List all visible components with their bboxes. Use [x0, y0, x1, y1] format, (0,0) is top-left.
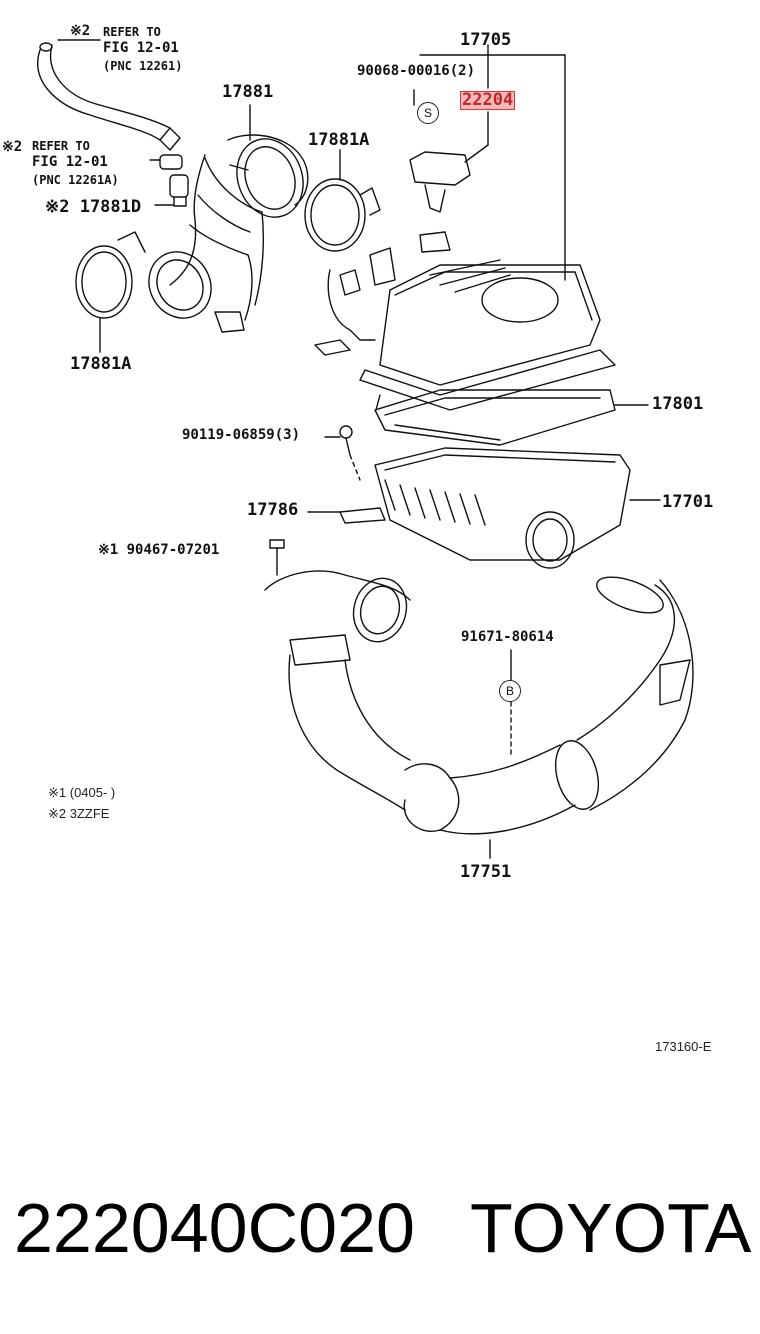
- ref1-line1: REFER TO: [103, 25, 161, 39]
- ref2-line2: FIG 12-01: [32, 154, 108, 170]
- part-90119-label: 90119-06859(3): [182, 427, 301, 443]
- note-1: ※1 (0405- ): [48, 785, 116, 800]
- part-17751-label: 17751: [460, 862, 512, 882]
- figure-code: 173160-E: [655, 1039, 712, 1054]
- part-17881A-right-label: 17881A: [308, 130, 370, 150]
- ref2-line1: REFER TO: [32, 139, 90, 153]
- part-90467-label: ※1 90467-07201: [98, 542, 220, 558]
- footer-brand: TOYOTA: [470, 1189, 752, 1267]
- part-91671-label: 91671-80614: [461, 629, 554, 645]
- footer-part-number: 222040C020: [14, 1189, 415, 1267]
- part-17881A-left-label: 17881A: [70, 354, 132, 374]
- note-2: ※2 3ZZFE: [48, 806, 110, 821]
- part-17701-label: 17701: [662, 492, 714, 512]
- part-90068-label: 90068-00016(2): [357, 63, 476, 79]
- clip-17786: [307, 507, 386, 524]
- filter-element-17801: [374, 389, 649, 446]
- leader-17705: [419, 54, 566, 281]
- ref1-mark: ※2: [70, 23, 91, 39]
- clamp-17881A-left: [75, 231, 146, 353]
- ref1-line2: FIG 12-01: [103, 40, 179, 56]
- part-17881D-label: ※2 17881D: [45, 197, 142, 217]
- ref1-line3: (PNC 12261): [103, 59, 183, 73]
- bolt-90119: [324, 425, 361, 481]
- bolt-90467: [269, 539, 285, 576]
- part-17786-label: 17786: [247, 500, 299, 520]
- part-17881-label: 17881: [222, 82, 274, 102]
- ref2-line3: (PNC 12261A): [32, 173, 119, 187]
- part-17801-label: 17801: [652, 394, 704, 414]
- ref-hose-12261: [37, 39, 181, 151]
- air-cleaner-cap: [314, 231, 616, 411]
- air-cleaner-case-17701: [374, 447, 661, 569]
- ref2-mark: ※2: [2, 139, 23, 155]
- intake-hose-17881: [148, 104, 309, 333]
- circle-b-marker: B: [499, 680, 521, 702]
- part-22204-label-highlighted[interactable]: 22204: [460, 90, 516, 110]
- air-inlet-17751: [264, 570, 694, 859]
- parts-diagram: [37, 39, 694, 859]
- part-17705-label: 17705: [460, 30, 512, 50]
- hose-connector-17881D: [149, 154, 189, 207]
- circle-s-marker: S: [417, 102, 439, 124]
- clamp-17881A-right: [304, 149, 381, 252]
